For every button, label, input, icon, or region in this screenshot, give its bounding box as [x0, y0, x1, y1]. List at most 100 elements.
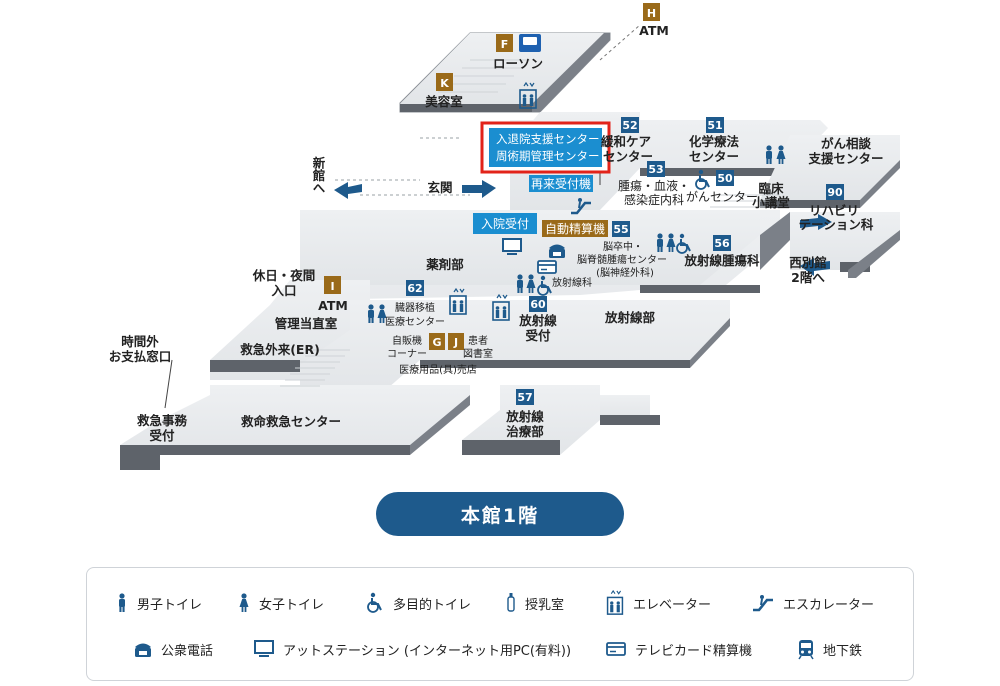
- legend-row-1: 男子トイレ 女子トイレ 多目的トイレ 授乳室 エレベーター エスカレーター: [87, 589, 913, 617]
- svg-text:臨床: 臨床: [758, 181, 784, 196]
- svg-text:玄関: 玄関: [427, 180, 452, 195]
- svg-text:腫瘍・血液・: 腫瘍・血液・: [618, 178, 690, 193]
- svg-text:化学療法: 化学療法: [689, 134, 740, 149]
- svg-text:55: 55: [613, 223, 628, 236]
- svg-text:患者: 患者: [468, 335, 488, 347]
- svg-text:感染症内科: 感染症内科: [624, 192, 684, 207]
- svg-text:支援センター: 支援センター: [807, 151, 883, 166]
- badge-53: 53: [647, 161, 665, 177]
- svg-text:がんセンター: がんセンター: [686, 189, 758, 204]
- baby-bottle-icon: [507, 593, 515, 612]
- svg-text:57: 57: [517, 391, 532, 404]
- svg-text:K: K: [440, 77, 449, 90]
- legend-row-2: 公衆電話 アットステーション (インターネット用PC(有料)) テレビカード精算…: [87, 635, 913, 663]
- svg-text:放射線科: 放射線科: [552, 276, 592, 289]
- svg-text:J: J: [453, 336, 458, 349]
- svg-text:51: 51: [707, 119, 722, 132]
- arrow-west-building: [800, 258, 830, 276]
- badge-J: J: [448, 333, 464, 350]
- svg-text:入口: 入口: [271, 283, 296, 298]
- svg-text:コーナー: コーナー: [387, 348, 427, 360]
- svg-text:53: 53: [648, 163, 663, 176]
- svg-text:入院受付: 入院受付: [481, 217, 529, 231]
- svg-text:ローソン: ローソン: [493, 56, 543, 71]
- badge-I: I: [324, 276, 341, 294]
- svg-text:医療用品(具)売店: 医療用品(具)売店: [399, 363, 477, 376]
- accessible-icon: [367, 592, 382, 613]
- female-icon: [239, 593, 249, 612]
- svg-text:テーション科: テーション科: [799, 217, 874, 232]
- badge-K: K: [436, 73, 453, 91]
- svg-text:救急外来(ER): 救急外来(ER): [240, 342, 320, 357]
- badge-G: G: [429, 333, 445, 350]
- lawson-logo: [519, 34, 541, 52]
- legend-subway: 地下鉄: [797, 635, 862, 663]
- svg-text:センター: センター: [603, 149, 653, 164]
- svg-text:62: 62: [407, 282, 422, 295]
- floor-title: 本館1階: [376, 492, 624, 536]
- svg-text:救命救急センター: 救命救急センター: [241, 414, 341, 429]
- tag-reentry: 再来受付機: [529, 175, 593, 192]
- svg-text:受付: 受付: [149, 428, 175, 443]
- svg-text:放射線腫瘍科: 放射線腫瘍科: [683, 253, 760, 268]
- svg-text:周術期管理センター: 周術期管理センター: [496, 149, 600, 163]
- svg-text:60: 60: [530, 298, 546, 311]
- svg-text:自動精算機: 自動精算機: [545, 221, 605, 236]
- svg-text:受付: 受付: [525, 328, 551, 343]
- svg-text:56: 56: [714, 237, 730, 250]
- badge-57: 57: [516, 389, 534, 405]
- svg-text:新館へ: 新館へ: [311, 155, 326, 194]
- badge-F: F: [496, 34, 513, 52]
- badge-H: H: [643, 3, 660, 21]
- monitor-icon: [254, 640, 274, 658]
- badge-55: 55: [612, 221, 630, 237]
- badge-90: 90: [826, 184, 844, 200]
- svg-text:緩和ケア: 緩和ケア: [601, 134, 651, 149]
- svg-text:G: G: [432, 336, 441, 349]
- svg-text:救急事務: 救急事務: [137, 413, 188, 428]
- svg-text:お支払窓口: お支払窓口: [109, 349, 172, 364]
- legend-accessible: 多目的トイレ: [365, 589, 471, 617]
- number-badges: 52 51 53 50 90 55 56 62 60 57: [406, 117, 844, 405]
- svg-text:西別館: 西別館: [789, 255, 827, 270]
- badge-51: 51: [706, 117, 724, 133]
- svg-text:放射線: 放射線: [518, 313, 557, 328]
- tag-auto-pay: 自動精算機: [542, 220, 608, 237]
- svg-text:H: H: [647, 7, 656, 20]
- elevator-icon: [606, 590, 624, 615]
- legend-card: テレビカード精算機: [605, 635, 752, 663]
- tag-admission: 入院受付: [473, 213, 537, 234]
- route-lines: [164, 24, 641, 409]
- phone-icon: [549, 244, 565, 258]
- svg-text:放射線部: 放射線部: [604, 310, 656, 325]
- svg-text:I: I: [330, 280, 334, 293]
- svg-text:図書室: 図書室: [463, 347, 493, 360]
- floor-plates: [120, 32, 900, 470]
- svg-text:自販機: 自販機: [392, 334, 422, 347]
- svg-text:時間外: 時間外: [121, 334, 159, 349]
- legend: 男子トイレ 女子トイレ 多目的トイレ 授乳室 エレベーター エスカレーター 公衆…: [86, 567, 914, 681]
- svg-text:52: 52: [622, 119, 637, 132]
- svg-text:2階へ: 2階へ: [791, 270, 825, 285]
- highlight-admission-center[interactable]: 入退院支援センター・ 周術期管理センター: [480, 121, 611, 174]
- svg-text:90: 90: [827, 186, 843, 199]
- map-labels: ローソン ATM 美容室 新館へ 玄関 緩和ケア センター 化学療法 センター …: [109, 23, 884, 443]
- badge-56: 56: [713, 235, 731, 251]
- svg-text:脳脊髄腫瘍センター: 脳脊髄腫瘍センター: [577, 253, 667, 266]
- card-icon: [537, 260, 557, 274]
- svg-text:放射線: 放射線: [505, 409, 544, 424]
- escalator-icon: [751, 593, 775, 612]
- legend-monitor: アットステーション (インターネット用PC(有料)): [253, 635, 571, 663]
- svg-text:ATM: ATM: [318, 298, 348, 313]
- legend-female: 女子トイレ: [237, 589, 324, 617]
- badge-62: 62: [406, 280, 424, 296]
- badge-50: 50: [716, 170, 734, 186]
- svg-text:(脳神経外科): (脳神経外科): [596, 266, 654, 279]
- svg-text:リハビリ: リハビリ: [809, 203, 859, 218]
- svg-text:医療センター: 医療センター: [385, 315, 445, 328]
- subway-icon: [798, 640, 814, 660]
- svg-text:F: F: [501, 38, 509, 51]
- arrows: [334, 180, 832, 276]
- svg-text:50: 50: [717, 172, 733, 185]
